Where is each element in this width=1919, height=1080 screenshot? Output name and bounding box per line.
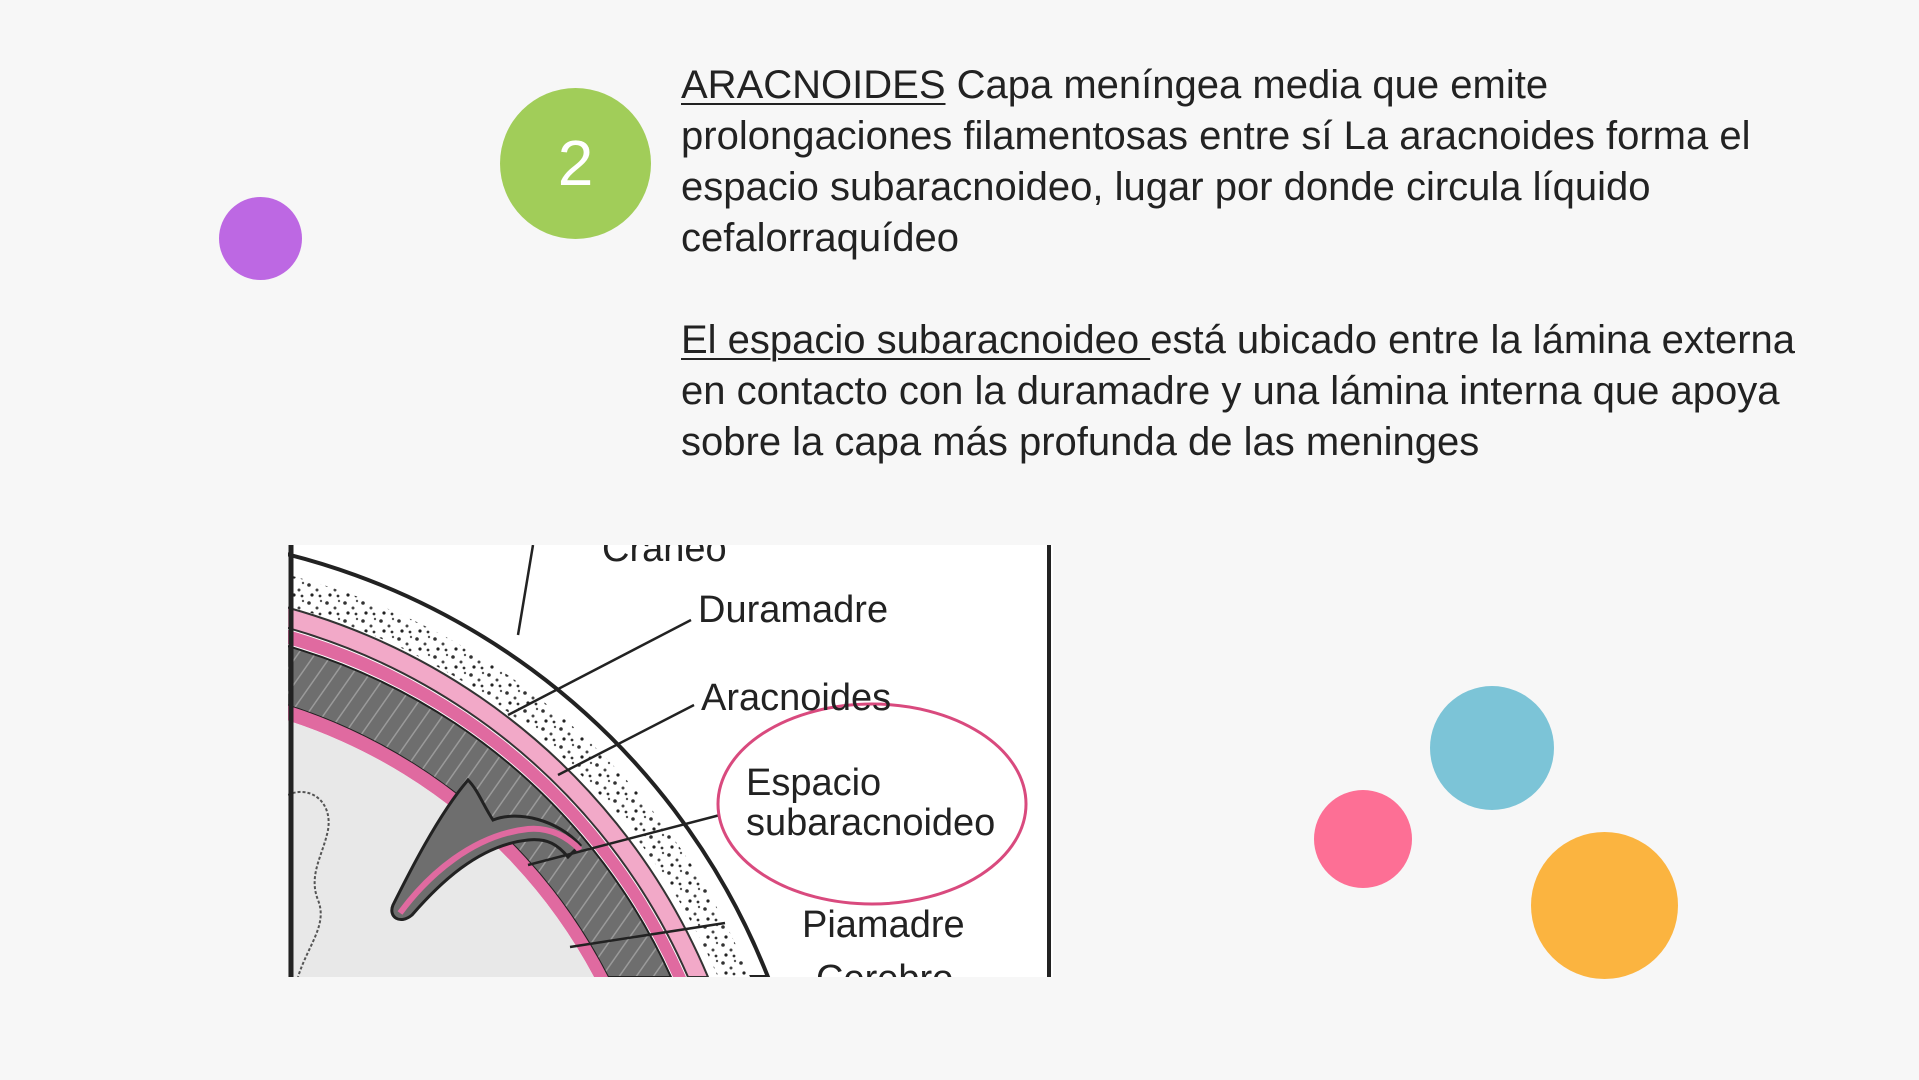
meninges-illustration: Cráneo Duramadre Aracnoides Espacio suba… bbox=[288, 545, 1051, 977]
paragraph-aracnoides: ARACNOIDES Capa meníngea media que emite… bbox=[681, 60, 1821, 264]
content-text: ARACNOIDES Capa meníngea media que emite… bbox=[681, 60, 1821, 519]
label-cerebro: Cerebro bbox=[816, 958, 953, 977]
label-duramadre: Duramadre bbox=[698, 589, 888, 631]
paragraph-aracnoides-text: Capa meníngea media que emite prolongaci… bbox=[681, 63, 1751, 260]
label-subaracnoideo: subaracnoideo bbox=[746, 802, 995, 844]
purple-dot bbox=[219, 197, 302, 280]
meninges-diagram: Cráneo Duramadre Aracnoides Espacio suba… bbox=[288, 545, 1053, 977]
orange-dot bbox=[1531, 832, 1678, 979]
label-aracnoides: Aracnoides bbox=[701, 677, 891, 719]
term-aracnoides: ARACNOIDES bbox=[681, 63, 946, 107]
slide-number-badge: 2 bbox=[500, 88, 651, 239]
label-espacio: Espacio bbox=[746, 762, 881, 804]
blue-dot bbox=[1430, 686, 1554, 810]
label-craneo: Cráneo bbox=[602, 545, 727, 570]
paragraph-espacio-text: está ubicado entre la lámina externa en … bbox=[681, 318, 1796, 464]
label-piamadre: Piamadre bbox=[802, 904, 965, 946]
pink-dot bbox=[1314, 790, 1412, 888]
term-espacio-subaracnoideo: El espacio subaracnoideo bbox=[681, 318, 1151, 362]
paragraph-espacio: El espacio subaracnoideo está ubicado en… bbox=[681, 315, 1821, 468]
